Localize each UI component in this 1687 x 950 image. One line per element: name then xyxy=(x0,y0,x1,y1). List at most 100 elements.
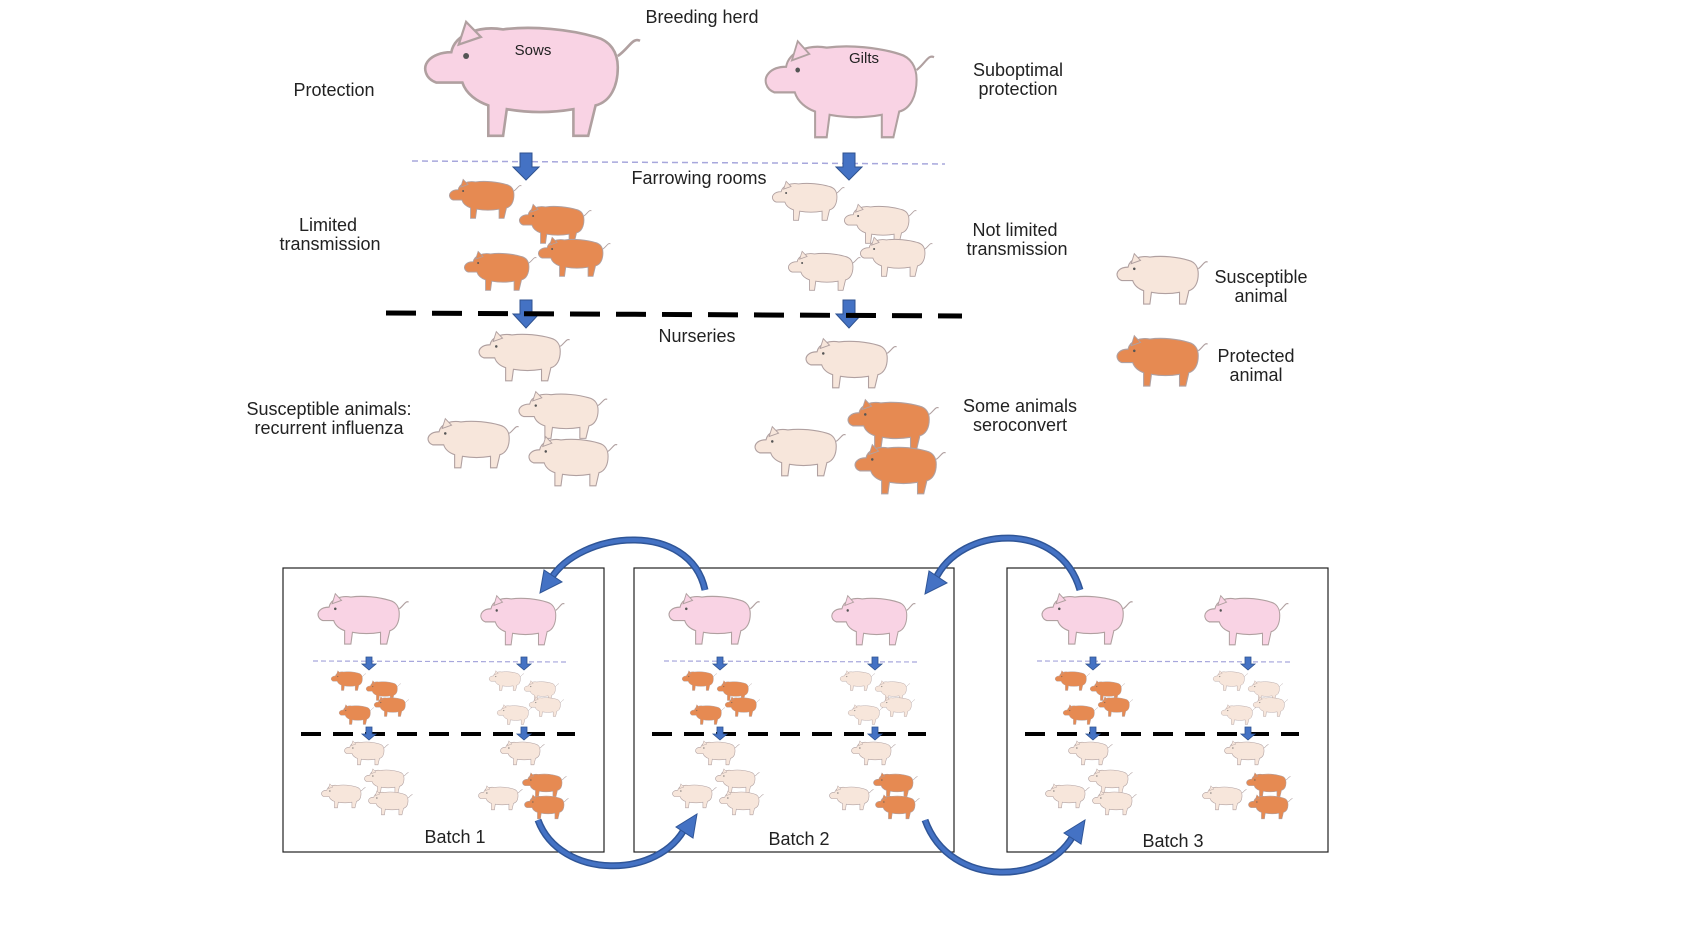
batch-2-piglet-protected xyxy=(724,696,761,717)
batch-3-frame xyxy=(1006,567,1329,853)
batch-2-label: Batch 2 xyxy=(768,829,830,849)
batch-1-arrow-right-bottom xyxy=(515,726,533,741)
batch-2-arrow-right-bottom xyxy=(866,726,884,741)
batch-1-piglet-protected xyxy=(330,670,367,691)
breeding-herd-divider xyxy=(411,160,946,165)
legend-protected-line2: animal xyxy=(1229,365,1283,385)
batch-3-piglet-protected xyxy=(1089,680,1126,701)
batch-3-nursery-susceptible xyxy=(1224,740,1269,766)
curved-arrow-batch2-to-batch3-top xyxy=(931,534,1084,592)
batch-3-nursery-susceptible xyxy=(1088,768,1133,794)
batch-1-sow xyxy=(317,593,410,645)
batch-3-piglet-protected xyxy=(1062,704,1099,725)
batch-2-dotted-divider xyxy=(663,660,921,663)
batch-2-piglet-protected xyxy=(681,670,718,691)
batch-1-panel xyxy=(282,567,605,853)
batch-2-arrow-left-bottom xyxy=(711,726,729,741)
batch-2-piglet-susceptible xyxy=(847,704,884,725)
batch-1-dotted-divider xyxy=(312,660,570,663)
batch-2-piglet-susceptible xyxy=(839,670,876,691)
label-protection: Protection xyxy=(293,80,375,100)
label-limited-line2: transmission xyxy=(279,234,381,254)
batch-1-nursery-susceptible xyxy=(364,768,409,794)
batch-3-nursery-protected xyxy=(1248,794,1293,820)
curved-arrow-batch1-to-batch2-bottom-head xyxy=(675,812,698,839)
label-some-seroconvert-line2: seroconvert xyxy=(972,415,1068,435)
batch-3-dotted-divider xyxy=(1036,660,1294,663)
legend-protected-line1: Protected xyxy=(1217,346,1295,366)
susceptible-nursery-pigs-left xyxy=(427,331,618,487)
arrow-sows-to-farrowing xyxy=(511,152,541,181)
label-nurseries: Nurseries xyxy=(658,326,736,346)
batch-2-nursery-protected xyxy=(873,772,918,798)
batch-3-piglet-protected xyxy=(1054,670,1091,691)
batch-3-piglet-susceptible xyxy=(1212,670,1249,691)
batch-1-nursery-protected xyxy=(522,772,567,798)
batch-1-piglet-protected xyxy=(373,696,410,717)
label-limited-line1: Limited xyxy=(298,215,358,235)
curved-arrow-batch1-to-batch2-top xyxy=(547,536,709,591)
batch-1-piglet-susceptible xyxy=(496,704,533,725)
batch-3-piglet-susceptible xyxy=(1252,696,1289,717)
batch-1-nursery-susceptible xyxy=(478,785,523,811)
batch-1-nursery-protected xyxy=(524,794,569,820)
curved-arrow-batch1-to-batch2-bottom xyxy=(534,818,690,870)
susceptible-piglets-group-right xyxy=(771,180,933,291)
batch-3-arrow-left-top xyxy=(1084,656,1102,671)
label-gilts: Gilts xyxy=(849,50,879,67)
batch-3-piglet-protected xyxy=(1097,696,1134,717)
batch-1-piglet-susceptible xyxy=(523,680,560,701)
batch-3-panel xyxy=(1006,567,1329,853)
batch-2-gilt xyxy=(831,595,916,646)
legend-susceptible-pig-icon xyxy=(1116,253,1209,305)
protected-piglets-group-left xyxy=(448,178,611,291)
batch-2-piglet-protected xyxy=(716,680,753,701)
curved-arrow-batch1-to-batch2-top-head xyxy=(539,569,563,594)
batch-3-arrow-right-top xyxy=(1239,656,1257,671)
batch-1-piglet-susceptible xyxy=(488,670,525,691)
batch-3-arrow-right-bottom xyxy=(1239,726,1257,741)
batch-1-gilt xyxy=(480,595,565,646)
sows-pig-image xyxy=(423,20,642,138)
batch-2-nursery-susceptible xyxy=(672,783,717,809)
batch-1-piglet-susceptible xyxy=(528,696,565,717)
batch-1-nursery-susceptible xyxy=(500,740,545,766)
batch-2-nursery-susceptible xyxy=(829,785,874,811)
label-not-limited-line2: transmission xyxy=(966,239,1068,259)
batch-3-piglet-susceptible xyxy=(1247,680,1284,701)
batch-2-piglet-protected xyxy=(689,704,726,725)
batch-2-sow xyxy=(668,593,761,645)
batch-1-arrow-right-top xyxy=(515,656,533,671)
curved-arrow-batch2-to-batch3-top-head xyxy=(924,570,948,595)
label-farrowing-rooms: Farrowing rooms xyxy=(631,168,767,188)
batch-3-nursery-susceptible xyxy=(1202,785,1247,811)
batch-3-arrow-left-bottom xyxy=(1084,726,1102,741)
batch-3-piglet-susceptible xyxy=(1220,704,1257,725)
legend-susceptible-line1: Susceptible xyxy=(1214,267,1308,287)
batch-2-nursery-susceptible xyxy=(851,740,896,766)
batch-1-nursery-susceptible xyxy=(321,783,366,809)
batch-2-nursery-susceptible xyxy=(695,740,740,766)
batch-2-nursery-protected xyxy=(875,794,920,820)
batch-1-piglet-protected xyxy=(338,704,375,725)
batch-3-nursery-susceptible xyxy=(1068,740,1113,766)
batch-1-nursery-susceptible xyxy=(368,790,413,816)
label-suboptimal-line2: protection xyxy=(978,79,1058,99)
batch-3-label: Batch 3 xyxy=(1142,831,1204,851)
batch-1-piglet-protected xyxy=(365,680,402,701)
batch-3-gilt xyxy=(1204,595,1289,646)
label-suboptimal-line1: Suboptimal xyxy=(972,60,1064,80)
label-susceptible-recurrent-line1: Susceptible animals: xyxy=(246,399,412,419)
batch-2-arrow-left-top xyxy=(711,656,729,671)
label-some-seroconvert-line1: Some animals xyxy=(962,396,1078,416)
curved-arrow-batch2-to-batch3-bottom-head xyxy=(1063,818,1086,845)
arrow-gilts-to-farrowing xyxy=(834,152,864,181)
batch-3-nursery-susceptible xyxy=(1045,783,1090,809)
batch-2-frame xyxy=(633,567,955,853)
label-susceptible-recurrent-line2: recurrent influenza xyxy=(254,418,404,438)
batch-2-panel xyxy=(633,567,955,853)
batch-2-piglet-susceptible xyxy=(874,680,911,701)
batch-3-nursery-protected xyxy=(1246,772,1291,798)
curved-arrow-batch2-to-batch3-bottom xyxy=(921,818,1079,876)
batch-2-nursery-susceptible xyxy=(719,790,764,816)
